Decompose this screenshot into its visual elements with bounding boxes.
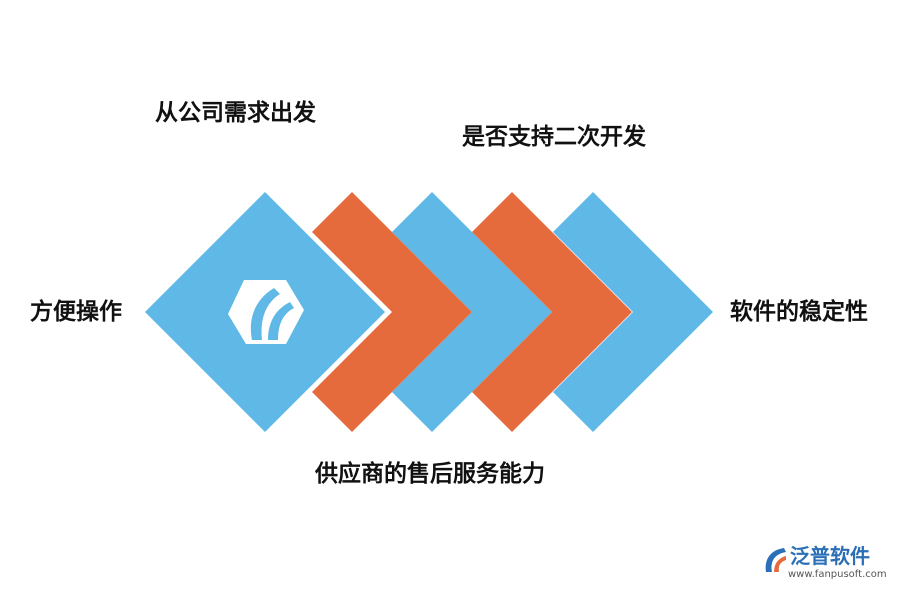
label-right: 软件的稳定性 (730, 299, 868, 325)
label-top-right: 是否支持二次开发 (462, 124, 646, 150)
label-bottom: 供应商的售后服务能力 (315, 461, 545, 487)
watermark-url: www.fanpusoft.com (788, 569, 887, 580)
chevron-1 (312, 192, 472, 432)
chevron-3 (472, 192, 632, 432)
chevron-2 (392, 192, 552, 432)
label-left: 方便操作 (30, 299, 122, 325)
fanpu-watermark-logo-icon (765, 548, 786, 572)
fanpu-logo-icon (228, 280, 304, 344)
watermark-name: 泛普软件 (790, 544, 870, 568)
chevron-4 (553, 192, 713, 432)
watermark: 泛普软件 www.fanpusoft.com (758, 544, 888, 588)
label-top-left: 从公司需求出发 (155, 100, 316, 126)
